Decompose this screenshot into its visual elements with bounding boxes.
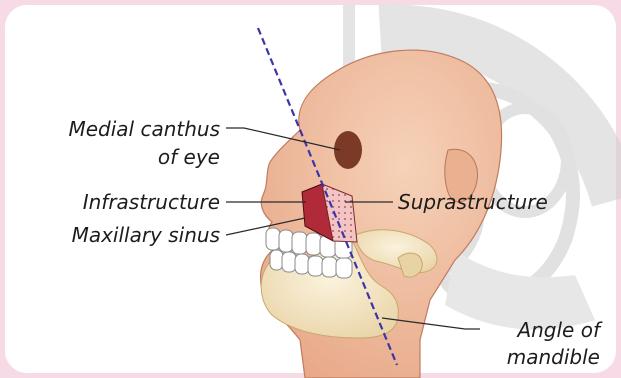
label-angle-of-mandible-line1: Angle of (515, 318, 603, 342)
label-medial-canthus-line1: Medial canthus (68, 117, 220, 141)
label-angle-of-mandible-line2: mandible (507, 345, 600, 369)
label-infrastructure: Infrastructure (83, 190, 220, 214)
label-maxillary-sinus: Maxillary sinus (72, 223, 220, 247)
label-medial-canthus-line2: of eye (158, 145, 220, 169)
label-suprastructure: Suprastructure (398, 190, 548, 214)
